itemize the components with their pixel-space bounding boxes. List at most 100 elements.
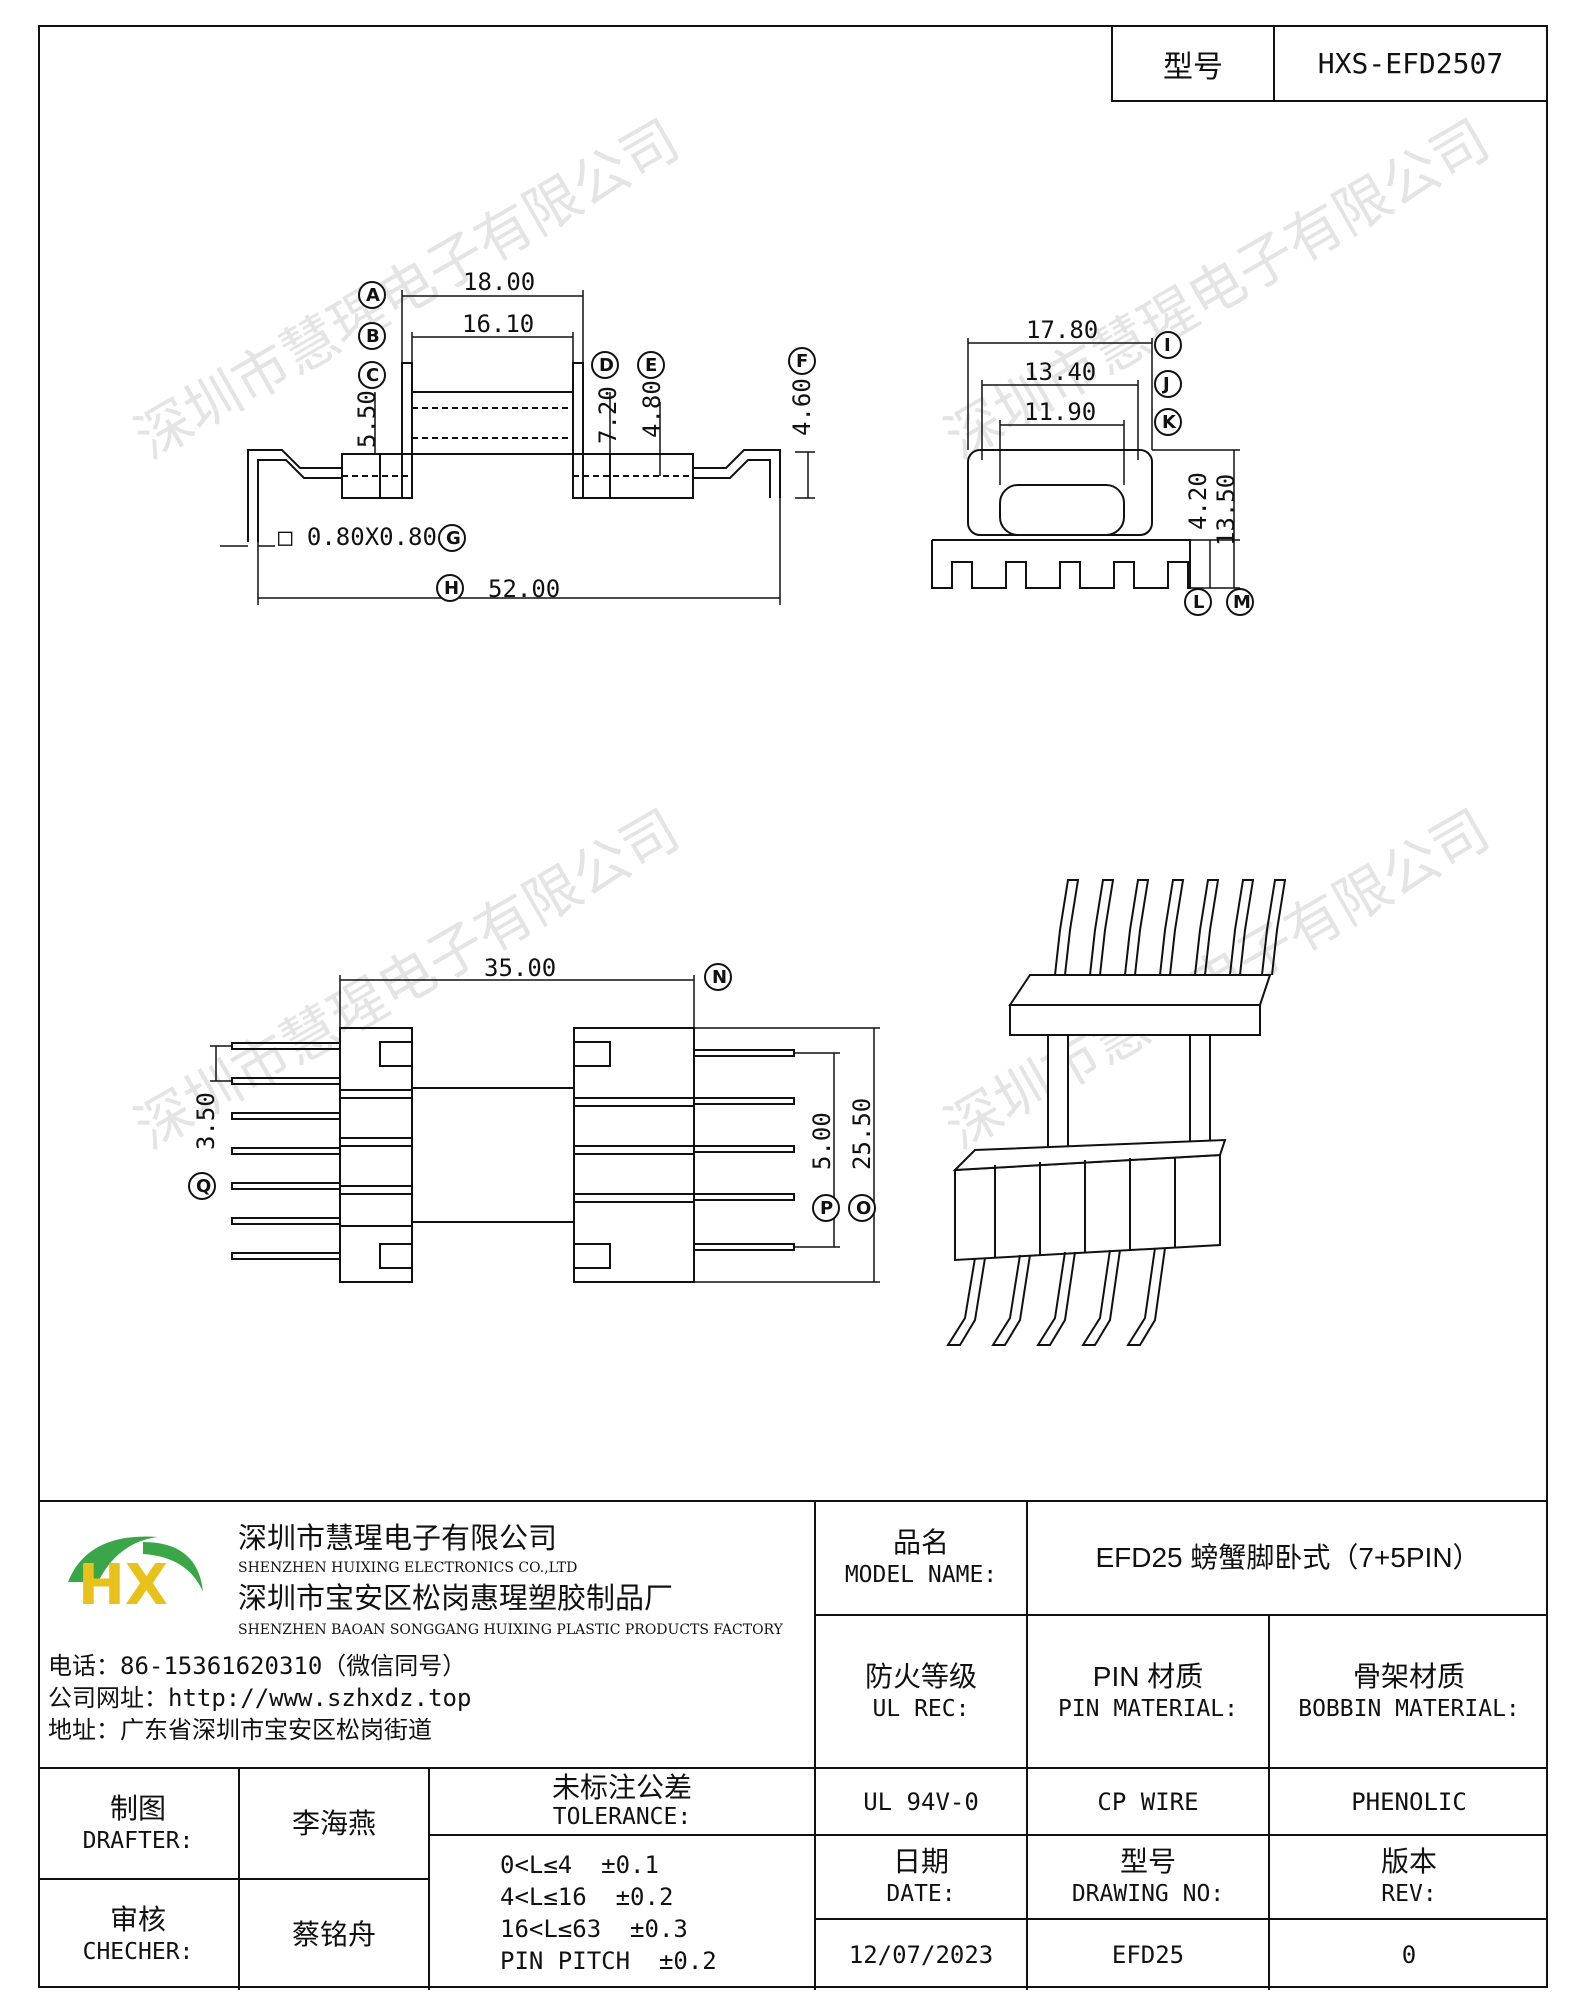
iso-top-rail bbox=[1009, 1004, 1261, 1036]
bubble-e: E bbox=[637, 351, 665, 379]
end-view bbox=[931, 338, 1240, 589]
tolerance-values: 0<L≤4 ±0.1 4<L≤16 ±0.2 16<L≤63 ±0.3 PIN … bbox=[500, 1851, 717, 1975]
company-name-cn: 深圳市慧瑆电子有限公司 bbox=[238, 1523, 558, 1555]
bubble-b: B bbox=[358, 322, 386, 350]
ul-rec-label: 防火等级 UL REC: bbox=[864, 1660, 977, 1722]
svg-text:N: N bbox=[712, 967, 727, 988]
bubble-p: P bbox=[812, 1194, 840, 1222]
bubble-i: I bbox=[1154, 331, 1182, 359]
model-name-value: EFD25 螃蟹脚卧式（7+5PIN） bbox=[1095, 1542, 1481, 1573]
dim-4-20: 4.20 bbox=[1184, 472, 1212, 530]
end-view-base bbox=[931, 539, 1191, 589]
svg-text:P: P bbox=[820, 1198, 833, 1219]
svg-text:I: I bbox=[1164, 335, 1171, 356]
winding-tube bbox=[411, 391, 574, 455]
company-name-en: SHENZHEN HUIXING ELECTRONICS CO.,LTD bbox=[238, 1560, 578, 1576]
top-view-right-pins bbox=[693, 1049, 795, 1251]
svg-text:K: K bbox=[1162, 412, 1177, 433]
dim-3-50: 3.50 bbox=[192, 1092, 220, 1150]
svg-text:F: F bbox=[796, 351, 808, 372]
dim-11-90: 11.90 bbox=[1024, 398, 1096, 426]
dim-52: 52.00 bbox=[488, 575, 560, 603]
dim-18: 18.00 bbox=[463, 268, 535, 296]
isometric-view bbox=[946, 879, 1287, 1346]
bobbin-material-label: 骨架材质 BOBBIN MATERIAL: bbox=[1298, 1660, 1520, 1722]
dim-35: 35.00 bbox=[484, 954, 556, 982]
svg-text:M: M bbox=[1233, 592, 1251, 613]
end-view-bubbles: I J K L M bbox=[1154, 331, 1254, 616]
dim-16-10: 16.10 bbox=[462, 310, 534, 338]
hx-logo-icon: HX bbox=[68, 1536, 203, 1618]
dim-4-60: 4.60 bbox=[788, 378, 816, 436]
top-view-dims: 35.00 25.50 5.00 3.50 bbox=[192, 954, 876, 1170]
drawing-no-label: 型号 DRAWING NO: bbox=[1071, 1846, 1225, 1907]
dim-25-50: 25.50 bbox=[848, 1098, 876, 1170]
title-block: HX 深圳市慧瑆电子有限公司 SHENZHEN HUIXING ELECTRON… bbox=[38, 1500, 1548, 1990]
right-pin bbox=[693, 459, 771, 498]
factory-name-en: SHENZHEN BAOAN SONGGANG HUIXING PLASTIC … bbox=[238, 1622, 783, 1638]
dim-7-20: 7.20 bbox=[594, 386, 622, 444]
drawing-no-value: EFD25 bbox=[1111, 1941, 1185, 1969]
top-view-left-pins bbox=[231, 1042, 341, 1260]
bobbin-material-value: PHENOLIC bbox=[1351, 1787, 1467, 1816]
tolerance-label: 未标注公差 TOLERANCE: bbox=[551, 1771, 692, 1830]
rev-value: 0 bbox=[1401, 1941, 1417, 1969]
drafter-name: 李海燕 bbox=[291, 1807, 376, 1839]
bubble-d: D bbox=[591, 351, 619, 379]
dim-13-50: 13.50 bbox=[1212, 474, 1240, 546]
left-pin bbox=[247, 449, 342, 542]
checker-name: 蔡铭舟 bbox=[291, 1919, 376, 1950]
bubble-h: H bbox=[436, 574, 464, 602]
watermark-2: 深圳市慧瑆电子有限公司 bbox=[935, 108, 1501, 472]
model-value: HXS-EFD2507 bbox=[1317, 47, 1504, 80]
side-view-dims: 18.00 16.10 5.50 7.20 4.80 4.60 □ 0.80X0… bbox=[278, 268, 816, 603]
factory-name-cn: 深圳市宝安区松岗惠瑆塑胶制品厂 bbox=[238, 1583, 674, 1615]
side-view bbox=[220, 290, 815, 605]
company-website[interactable]: 公司网址：http://www.szhxdz.top bbox=[48, 1684, 472, 1712]
iso-bottom-pins bbox=[946, 1247, 1166, 1346]
end-view-dims: 17.80 13.40 11.90 4.20 13.50 bbox=[1024, 316, 1240, 546]
svg-text:H: H bbox=[444, 578, 459, 599]
date-label: 日期 DATE: bbox=[886, 1846, 956, 1907]
svg-text:E: E bbox=[645, 355, 657, 376]
dim-pin-size: □ 0.80X0.80 bbox=[278, 523, 437, 551]
svg-text:B: B bbox=[366, 326, 380, 347]
dim-17-80: 17.80 bbox=[1026, 316, 1098, 344]
dim-13-40: 13.40 bbox=[1024, 358, 1096, 386]
svg-text:J: J bbox=[1161, 374, 1170, 395]
svg-text:G: G bbox=[446, 528, 461, 549]
svg-text:A: A bbox=[366, 285, 380, 306]
drawing-frame bbox=[38, 25, 1548, 1988]
model-number-box: 型号 HXS-EFD2507 bbox=[1111, 25, 1548, 102]
end-view-window bbox=[999, 484, 1125, 536]
drafter-label: 制图 DRAFTER: bbox=[82, 1792, 194, 1854]
bubble-f: F bbox=[788, 347, 816, 375]
watermarks: 深圳市慧瑆电子有限公司 深圳市慧瑆电子有限公司 深圳市慧瑆电子有限公司 深圳市慧… bbox=[125, 108, 1501, 1162]
bubble-l: L bbox=[1184, 588, 1212, 616]
svg-text:D: D bbox=[599, 355, 614, 376]
bubble-q: Q bbox=[188, 1172, 216, 1200]
model-name-label: 品名 MODEL NAME: bbox=[844, 1527, 998, 1588]
dim-5: 5.00 bbox=[808, 1112, 836, 1170]
svg-text:O: O bbox=[856, 1198, 871, 1219]
bubble-g: G bbox=[438, 524, 466, 552]
company-logo: HX bbox=[48, 1512, 218, 1622]
rev-label: 版本 REV: bbox=[1380, 1846, 1437, 1907]
right-flange bbox=[572, 362, 584, 499]
dim-4-80: 4.80 bbox=[638, 380, 666, 438]
technical-drawing: 深圳市慧瑆电子有限公司 深圳市慧瑆电子有限公司 深圳市慧瑆电子有限公司 深圳市慧… bbox=[125, 108, 1501, 1346]
bubble-a: A bbox=[358, 281, 386, 309]
top-view-bubbles: N O P Q bbox=[188, 963, 876, 1222]
bubble-k: K bbox=[1154, 408, 1182, 436]
left-flange bbox=[401, 362, 413, 499]
svg-text:HX: HX bbox=[78, 1553, 168, 1618]
svg-text:L: L bbox=[1193, 592, 1204, 613]
model-label: 型号 bbox=[1113, 27, 1275, 100]
bubble-m: M bbox=[1226, 588, 1254, 616]
company-address: 地址：广东省深圳市宝安区松岗街道 bbox=[48, 1716, 432, 1744]
dim-5-50: 5.50 bbox=[353, 390, 381, 448]
iso-top-pins bbox=[1054, 879, 1287, 976]
pin-material-label: PIN 材质 PIN MATERIAL: bbox=[1057, 1660, 1238, 1722]
bubble-n: N bbox=[704, 963, 732, 991]
svg-text:C: C bbox=[366, 365, 379, 386]
